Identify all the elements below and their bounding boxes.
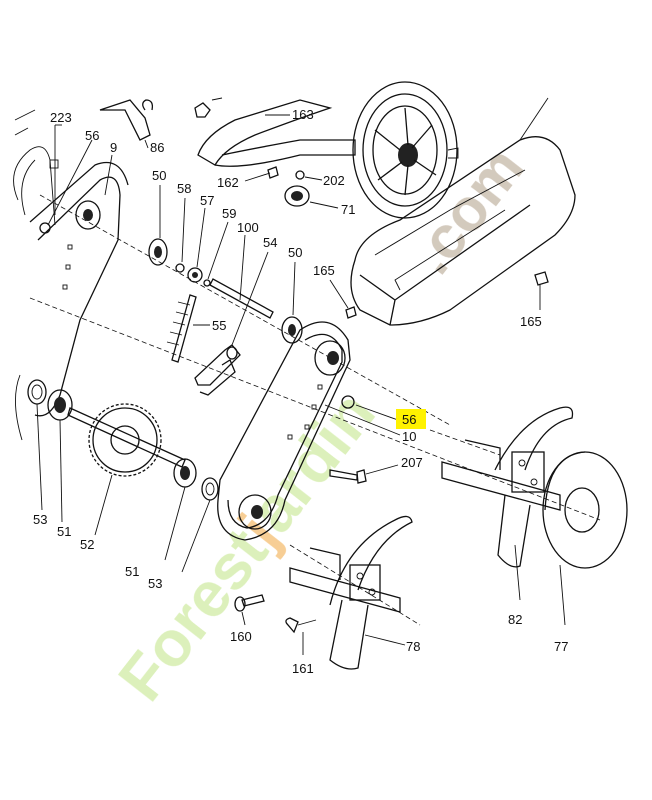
part-163: 163: [197, 99, 356, 167]
label-163: 163: [292, 107, 314, 122]
label-78: 78: [406, 639, 420, 654]
label-100: 100: [237, 220, 259, 235]
part-10: 10: [324, 404, 416, 444]
part-59: 59: [203, 206, 236, 287]
part-56-highlighted: 56: [341, 395, 426, 429]
part-50-upper: 50: [148, 168, 168, 266]
highlight-box: [396, 409, 426, 429]
label-58: 58: [177, 181, 191, 196]
label-71: 71: [341, 202, 355, 217]
label-52: 52: [80, 537, 94, 552]
part-53-right: 53: [148, 477, 219, 591]
part-54: 54: [194, 235, 277, 396]
label-207: 207: [401, 455, 423, 470]
label-53-right: 53: [148, 576, 162, 591]
part-161: 161: [285, 617, 317, 676]
label-54: 54: [263, 235, 277, 250]
label-86: 86: [150, 140, 164, 155]
part-53-left: 53: [27, 379, 47, 527]
label-161: 161: [292, 661, 314, 676]
watermark-text-green2: ardin: [236, 378, 389, 546]
part-162: 162: [217, 166, 279, 190]
part-56-upper: 56: [39, 128, 99, 234]
label-53-left: 53: [33, 512, 47, 527]
label-165-right: 165: [520, 314, 542, 329]
part-207: 207: [329, 455, 423, 484]
label-50-mid: 50: [288, 245, 302, 260]
wheel: [352, 81, 459, 219]
part-223: 223: [49, 110, 72, 215]
label-50-upper: 50: [152, 168, 166, 183]
label-162: 162: [217, 175, 239, 190]
part-78: 78: [289, 515, 420, 670]
part-58: 58: [175, 181, 191, 273]
part-55: 55: [166, 294, 226, 363]
label-10: 10: [402, 429, 416, 444]
main-chain-case: [217, 321, 351, 541]
part-100: 100: [209, 220, 274, 319]
label-56-highlighted: 56: [402, 412, 416, 427]
part-57: 57: [187, 193, 214, 283]
part-160: 160: [230, 594, 265, 644]
part-86: 86: [99, 99, 164, 155]
part-165-left: 165: [313, 263, 357, 319]
part-9: 9: [104, 140, 117, 196]
label-57: 57: [200, 193, 214, 208]
label-202: 202: [323, 173, 345, 188]
label-51-right: 51: [125, 564, 139, 579]
label-77: 77: [554, 639, 568, 654]
label-223: 223: [50, 110, 72, 125]
label-55: 55: [212, 318, 226, 333]
part-77: 77: [542, 451, 628, 654]
part-71: 71: [284, 185, 355, 217]
label-59: 59: [222, 206, 236, 221]
label-165-left: 165: [313, 263, 335, 278]
part-51-right: 51: [125, 458, 197, 579]
label-9: 9: [110, 140, 117, 155]
gear-cover: 165: [350, 97, 576, 329]
label-56-upper: 56: [85, 128, 99, 143]
label-160: 160: [230, 629, 252, 644]
label-82: 82: [508, 612, 522, 627]
svg-text:Forestjardin: Forestjardin: [104, 378, 388, 714]
part-202: 202: [295, 170, 345, 188]
part-top-bolt: [194, 97, 223, 118]
label-51-left: 51: [57, 524, 71, 539]
part-50-mid: 50: [281, 245, 303, 344]
part-51-left: 51: [47, 389, 73, 539]
part-52: 52: [67, 403, 186, 552]
part-82: 82: [441, 406, 574, 627]
